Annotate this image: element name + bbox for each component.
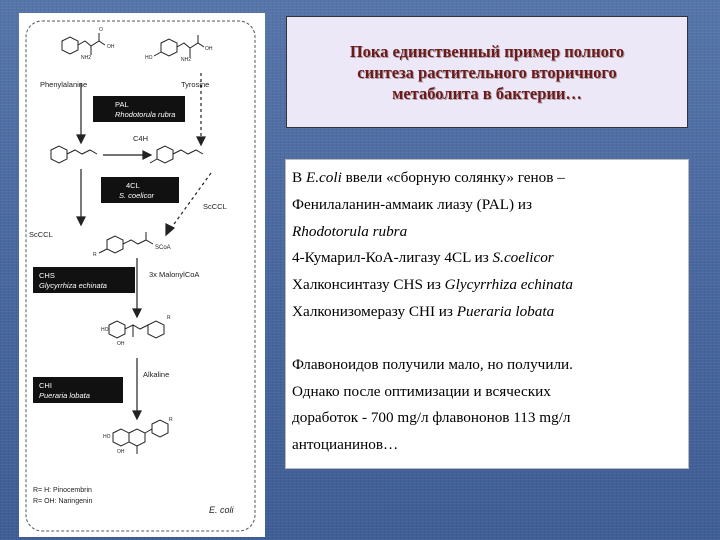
flavanone-ring-b [151,419,169,438]
tyr-ring [160,38,178,57]
label-sccl-right: ScCCL [203,202,227,211]
molecules [50,33,205,454]
text-pueraria: Pueraria lobata [456,302,555,320]
pal-org: Rhodotorula rubra [115,110,175,119]
pathway-svg: Phenylalanine Tyrosine C4H ScCCL ScCCL S… [25,20,256,532]
cinnamate-ring [50,145,68,164]
text-l4-pre: 4-Кумарил-КоА-лигазу 4CL из [292,249,493,267]
label-sccl-left: ScCCL [29,230,53,239]
label-o-phe: O [99,27,103,33]
text-glycyrrhiza: Glycyrrhiza echinata [444,276,574,294]
flavanone-ring-c [128,428,146,447]
enzyme-labels: PAL Rhodotorula rubra 4CL S. coelicor CH… [39,100,175,400]
text-l6-pre: Халконизомеразу CHI из [292,302,457,320]
label-r-flavanone: R [169,417,173,423]
label-r-h: R= H: Pinocembrin [33,487,92,494]
label-r-oh: R= OH: Naringenin [33,498,92,505]
pal-name: PAL [115,100,129,109]
label-nh2-phe: NH2 [81,55,91,61]
chs-box [33,267,135,293]
content-line-2: Фенилаланин-аммаик лиазу (PAL) из [292,195,532,213]
label-scoa: SCoA [155,245,171,251]
label-oh-tyr: OH [205,46,213,52]
label-oh-flavanone: OH [117,449,125,455]
cell-boundary [25,20,256,532]
content-p2-line-2: Однако после оптимизации и всяческих [292,382,551,400]
label-r-coa: R [93,252,97,258]
title-line-3: метаболита в бактерии… [392,83,582,103]
content-line-6: Халконизомеразу CHI из Pueraria lobata [292,299,688,326]
content-p2-line-3: доработок - 700 mg/л флавононов 113 mg/л [292,409,571,427]
content-line-1: В E.coli ввели «сборную солянку» генов – [292,165,688,192]
chi-box [33,377,123,403]
pal-box [93,96,185,122]
label-c4h: C4H [133,134,148,143]
label-oh-chalcone: OH [117,341,125,347]
text-rhodotorula: Rhodotorula rubra [292,222,408,240]
chi-org: Pueraria lobata [39,391,90,400]
cl-box [101,177,179,203]
chi-name: CHI [39,381,52,390]
label-r-chalcone: R [167,315,171,321]
phe-ring [61,36,79,55]
label-oh-phe: OH [107,44,115,50]
content-line-3: Rhodotorula rubra [292,219,688,246]
paragraph-gap [292,326,688,352]
cl-org: S. coelicor [119,191,155,200]
text-l1-post: ввели «сборную солянку» генов – [341,169,565,186]
label-phenylalanine: Phenylalanine [40,80,87,89]
chs-name: CHS [39,271,55,280]
chs-org: Glycyrrhiza echinata [39,281,107,290]
diagram-labels: Phenylalanine Tyrosine C4H ScCCL ScCCL S… [29,27,235,515]
chalcone-ring-a [108,320,126,339]
label-ecoli: E. coli [209,505,235,515]
title-box: Пока единственный пример полного синтеза… [286,16,688,128]
text-l1-pre: В [292,169,306,186]
label-nh2-tyr: NH2 [181,57,191,63]
cl-name: 4CL [126,181,140,190]
label-ho-tyr: HO [145,55,153,61]
content-p2-line-4: антоцианинов… [292,436,399,454]
pathway-diagram: Phenylalanine Tyrosine C4H ScCCL ScCCL S… [19,13,265,537]
content-line-4: 4-Кумарил-КоА-лигазу 4CL из S.coelicor [292,245,688,272]
arrows [76,73,212,421]
flavanone-ring-a [112,428,130,447]
content-box: В E.coli ввели «сборную солянку» генов –… [285,159,689,469]
coumaroyl-ring [106,235,124,254]
coumarate-ring [156,145,174,164]
label-ho-chalcone: HO [101,327,109,333]
content-p2-line-1: Флавоноидов получили мало, но получили. [292,355,573,373]
label-tyrosine: Tyrosine [181,80,209,89]
label-alkaline: Alkaline [143,370,169,379]
text-l5-pre: Халконсинтазу CHS из [292,276,445,294]
text-scoelicor: S.coelicor [492,249,554,267]
label-ho-flavanone: HO [103,434,111,440]
text-ecoli: E.coli [305,169,342,186]
chalcone-ring-b [147,320,165,339]
title-line-2: синтеза растительного вторичного [357,62,617,82]
slide-title: Пока единственный пример полного синтеза… [317,41,657,104]
label-malonyl: 3x MalonylCoA [149,270,199,279]
title-line-1: Пока единственный пример полного [349,41,625,61]
content-line-5: Халконсинтазу CHS из Glycyrrhiza echinat… [292,272,688,299]
